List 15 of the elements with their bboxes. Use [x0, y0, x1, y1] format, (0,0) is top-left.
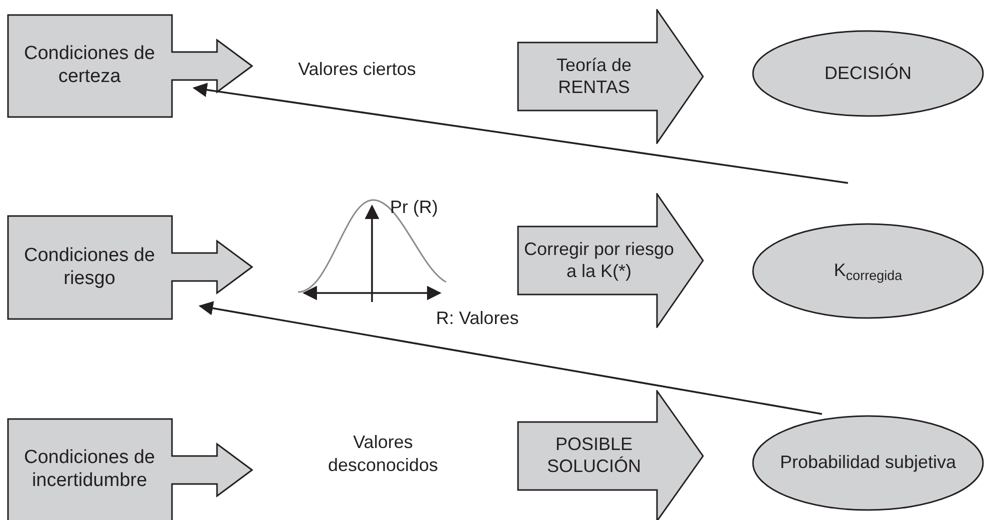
shape-label: Condiciones de riesgo — [23, 244, 156, 290]
shape-label: Condiciones de certeza — [23, 43, 156, 89]
ellipse-label: K$_{corregida}$ — [834, 260, 902, 282]
axis-label: Pr (R) — [390, 196, 438, 219]
shape-label: Teoría de RENTAS — [555, 54, 633, 98]
shape-label: POSIBLE SOLUCIÓN — [546, 434, 642, 478]
axis-label: R: Valores — [436, 307, 519, 330]
ellipse-label: Probabilidad subjetiva — [780, 452, 956, 474]
value-text: Valores desconocidos — [326, 430, 440, 477]
ellipse-label: DECISIÓN — [824, 62, 912, 84]
shape-label: Condiciones de incertidumbre — [23, 447, 156, 493]
shape-label: Corregir por riesgo a la K(*) — [522, 238, 676, 282]
value-text: Valores ciertos — [298, 58, 416, 82]
arrow — [192, 82, 848, 184]
arrow — [198, 301, 822, 415]
